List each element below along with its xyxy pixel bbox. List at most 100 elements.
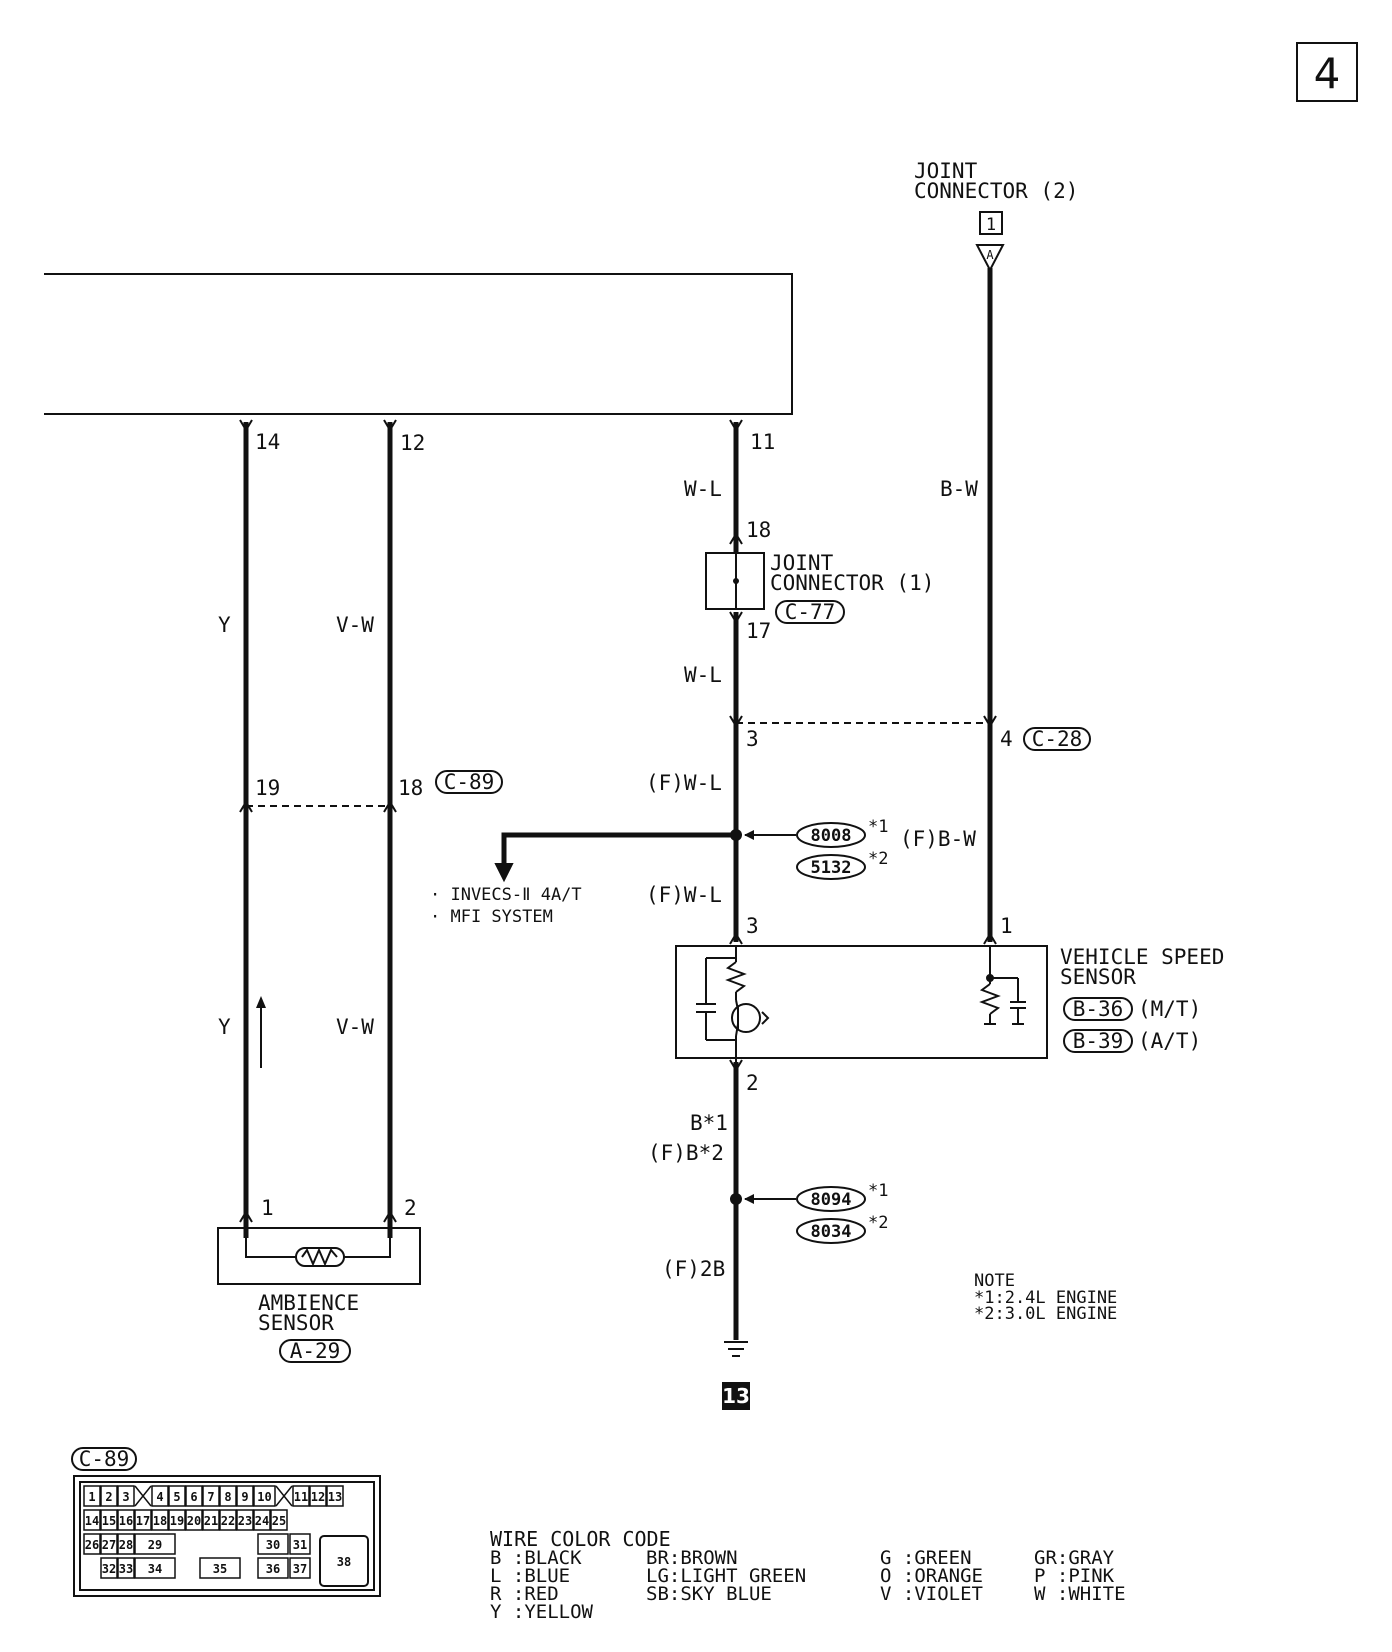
vss-title-2: SENSOR bbox=[1060, 965, 1136, 989]
c89-cavity bbox=[309, 1485, 327, 1507]
c89-cavity bbox=[151, 1485, 169, 1507]
c89-cavity-number: 2 bbox=[105, 1490, 112, 1504]
c89-cavity-number: 35 bbox=[213, 1562, 227, 1576]
ambience-pin-2-arrow-icon bbox=[383, 1210, 397, 1223]
c89-cavity bbox=[134, 1509, 152, 1531]
c89-cavity-number: 11 bbox=[294, 1490, 308, 1504]
c89-arrow-b-icon bbox=[383, 800, 397, 813]
c89-cavity bbox=[117, 1509, 135, 1531]
wire-label-fwl-1: (F)W-L bbox=[646, 771, 722, 795]
vss-transistor-circuit-icon bbox=[696, 946, 770, 1062]
ground-icon bbox=[724, 1341, 748, 1357]
c89-cavity-number: 27 bbox=[102, 1538, 116, 1552]
ground-id-badge bbox=[722, 1382, 750, 1410]
c89-cavity bbox=[257, 1533, 289, 1555]
vss-pin-1: 1 bbox=[1000, 914, 1013, 938]
c89-cavity bbox=[257, 1557, 289, 1579]
c89-cavity-number: 17 bbox=[136, 1514, 150, 1528]
c28-code: C-28 bbox=[1032, 727, 1083, 751]
joint-connector-2-arrow-icon bbox=[975, 244, 1005, 273]
c89-blank-cavity-icon bbox=[134, 1485, 152, 1507]
c89-cavity-number: 25 bbox=[272, 1514, 286, 1528]
c89-cavity-number: 15 bbox=[102, 1514, 116, 1528]
c89-cavity bbox=[236, 1485, 254, 1507]
c89-cavity bbox=[100, 1557, 118, 1579]
c89-cavity bbox=[168, 1485, 186, 1507]
vss-coil-circuit-icon bbox=[979, 946, 1026, 1025]
joint-connector-1-code: C-77 bbox=[785, 600, 836, 624]
joint-connector-1 bbox=[705, 532, 765, 624]
wire-label-bw-upper: B-W bbox=[940, 477, 978, 501]
c89-pin-b: 18 bbox=[398, 776, 423, 800]
c89-cavity-number: 20 bbox=[187, 1514, 201, 1528]
splice-8094: 8094 bbox=[811, 1190, 852, 1210]
c89-cavity-number: 29 bbox=[148, 1538, 162, 1552]
vss-pin-1-arrow-icon bbox=[983, 932, 997, 945]
ecu-pin-14: 14 bbox=[255, 430, 280, 454]
ambience-title-1: AMBIENCE bbox=[258, 1291, 359, 1315]
wire-branch bbox=[501, 832, 736, 872]
splice-8008: 8008 bbox=[811, 826, 852, 846]
c89-cavity-number: 26 bbox=[85, 1538, 99, 1552]
splice-5132: 5132 bbox=[811, 858, 852, 878]
splice-8034-badge bbox=[796, 1218, 866, 1244]
c89-cavity bbox=[185, 1485, 203, 1507]
ecu-pin-11: 11 bbox=[750, 430, 775, 454]
branch-destination-2: · MFI SYSTEM bbox=[430, 907, 553, 927]
c89-cavity bbox=[292, 1485, 310, 1507]
c89-cavity bbox=[117, 1557, 135, 1579]
color-code-b: B :BLACK bbox=[490, 1547, 582, 1569]
page-number-box: 4 bbox=[1296, 42, 1358, 102]
splice-8008-note: *1 bbox=[868, 817, 888, 837]
vss-title-1: VEHICLE SPEED bbox=[1060, 945, 1224, 969]
vss-code-at-badge bbox=[1063, 1029, 1133, 1053]
vss-pin-2: 2 bbox=[746, 1071, 759, 1095]
c89-code-badge bbox=[435, 770, 503, 794]
c89-cavity bbox=[289, 1557, 311, 1579]
c89-cavity-number: 34 bbox=[148, 1562, 162, 1576]
vss-code-at: B-39 bbox=[1073, 1029, 1124, 1053]
c89-cavity bbox=[253, 1509, 271, 1531]
color-code-g: G :GREEN bbox=[880, 1547, 972, 1569]
wire-label-vw-upper: V-W bbox=[336, 613, 374, 637]
c89-cavity-number: 14 bbox=[85, 1514, 99, 1528]
c89-cavity bbox=[219, 1509, 237, 1531]
thermistor-icon bbox=[245, 1228, 391, 1267]
splice-8008-arrow-icon bbox=[744, 830, 754, 840]
c89-cavity bbox=[199, 1557, 241, 1579]
c89-cavity bbox=[270, 1509, 288, 1531]
color-code-p: P :PINK bbox=[1034, 1565, 1115, 1587]
c28-pin-b: 4 bbox=[1000, 727, 1013, 751]
joint-connector-1-code-badge bbox=[775, 600, 845, 624]
joint-connector-2-symbol: A bbox=[986, 248, 994, 262]
ground-id: 13 bbox=[722, 1384, 750, 1408]
c89-cavity bbox=[100, 1509, 118, 1531]
joint-connector-2-title-2: CONNECTOR (2) bbox=[914, 179, 1078, 203]
wire-label-y-lower: Y bbox=[218, 1015, 231, 1039]
ecu-pin-12: 12 bbox=[400, 431, 425, 455]
c89-cavity bbox=[168, 1509, 186, 1531]
c89-cavity-number: 33 bbox=[119, 1562, 133, 1576]
joint-connector-1-title-2: CONNECTOR (1) bbox=[770, 571, 934, 595]
vss-pin-2-arrow-icon bbox=[729, 1059, 743, 1072]
color-code-w: W :WHITE bbox=[1034, 1583, 1126, 1605]
c89-cavity bbox=[117, 1485, 135, 1507]
vss-code-mt: B-36 bbox=[1073, 997, 1124, 1021]
c89-cavity-number: 4 bbox=[156, 1490, 163, 1504]
c89-face-code-badge bbox=[71, 1447, 137, 1471]
splice-8034-note: *2 bbox=[868, 1213, 888, 1233]
c89-cavity bbox=[134, 1533, 176, 1555]
joint-connector-2-title-1: JOINT bbox=[914, 159, 978, 183]
note-line-1: *1:2.4L ENGINE bbox=[974, 1288, 1117, 1308]
ambience-code: A-29 bbox=[290, 1339, 341, 1363]
c89-cavity-number: 18 bbox=[153, 1514, 167, 1528]
c89-cavity-number: 5 bbox=[173, 1490, 180, 1504]
joint-connector-2-terminal-box bbox=[979, 211, 1003, 235]
vss-suffix-at: (A/T) bbox=[1138, 1029, 1201, 1053]
c89-face-code: C-89 bbox=[79, 1447, 130, 1471]
c89-cavity bbox=[83, 1509, 101, 1531]
joint-connector-1-pin-out: 17 bbox=[746, 619, 771, 643]
ambience-sensor-box bbox=[217, 1227, 421, 1285]
wire-color-code-title: WIRE COLOR CODE bbox=[490, 1527, 671, 1551]
